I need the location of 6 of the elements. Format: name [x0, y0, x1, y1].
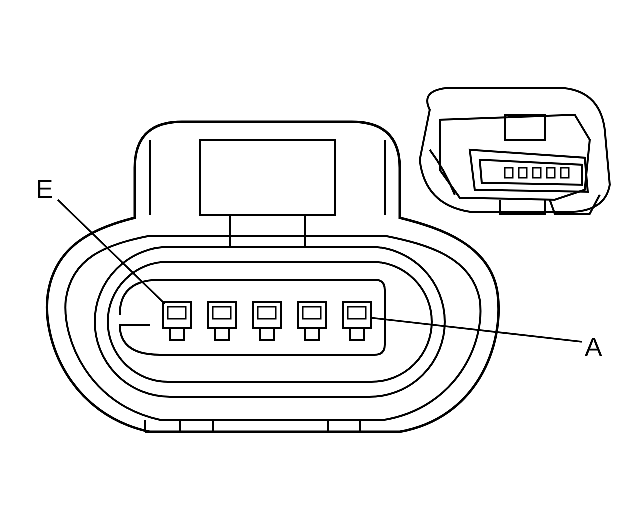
pin-label: A [585, 334, 602, 360]
terminal-pin [162, 301, 192, 341]
leader-line [370, 317, 582, 343]
terminal-pin [342, 301, 372, 341]
pin-label: E [36, 176, 54, 202]
leader-line [57, 199, 166, 305]
